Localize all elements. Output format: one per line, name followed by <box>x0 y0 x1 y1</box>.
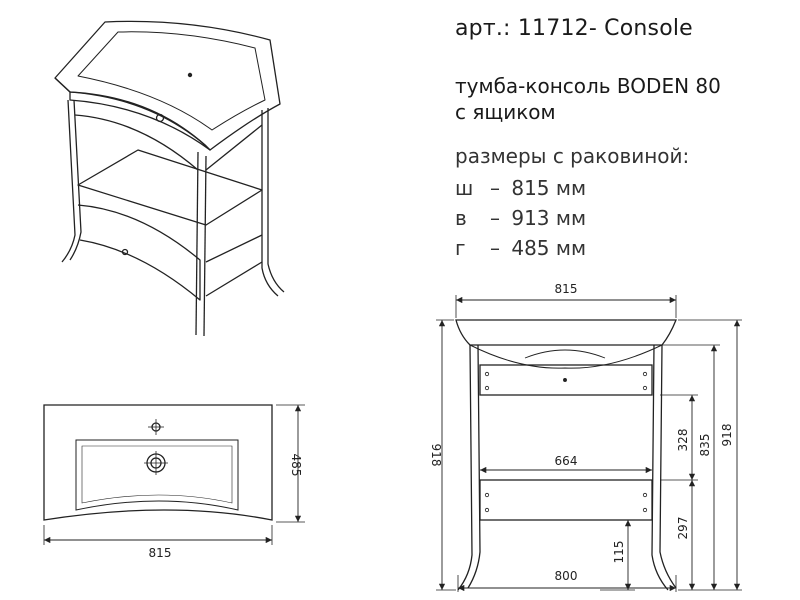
size-key: г <box>455 236 466 260</box>
dim-115-label: 115 <box>612 541 626 564</box>
dim-328-label: 328 <box>676 429 690 452</box>
size-dash: – <box>490 176 500 200</box>
size-depth-row: г– 485 мм <box>455 236 586 260</box>
size-key: в <box>455 206 467 230</box>
size-value: 485 мм <box>511 236 587 260</box>
size-key: ш <box>455 176 474 200</box>
dim-835-label: 835 <box>698 434 712 457</box>
product-name: тумба-консоль BODEN 80 <box>455 74 721 98</box>
article-number: арт.: 11712- Console <box>455 16 693 41</box>
sizes-title: размеры с раковиной: <box>455 144 690 168</box>
perspective-view <box>54 20 285 337</box>
dim-297-label: 297 <box>676 517 690 540</box>
front-bottom-width-label: 800 <box>555 569 578 583</box>
size-width-row: ш– 815 мм <box>455 176 586 200</box>
size-dash: – <box>490 206 500 230</box>
top-width-label: 815 <box>149 546 172 560</box>
front-top-width-label: 815 <box>555 282 578 296</box>
left-height-label: 918 <box>429 444 443 467</box>
front-view <box>436 295 742 592</box>
size-value: 815 мм <box>511 176 587 200</box>
top-view <box>43 404 305 545</box>
right-height-label: 918 <box>720 424 734 447</box>
size-value: 913 мм <box>511 206 587 230</box>
inner-width-label: 664 <box>555 454 578 468</box>
product-name-suffix: с ящиком <box>455 100 556 124</box>
top-depth-label: 485 <box>289 454 303 477</box>
size-height-row: в– 913 мм <box>455 206 586 230</box>
size-dash: – <box>490 236 500 260</box>
